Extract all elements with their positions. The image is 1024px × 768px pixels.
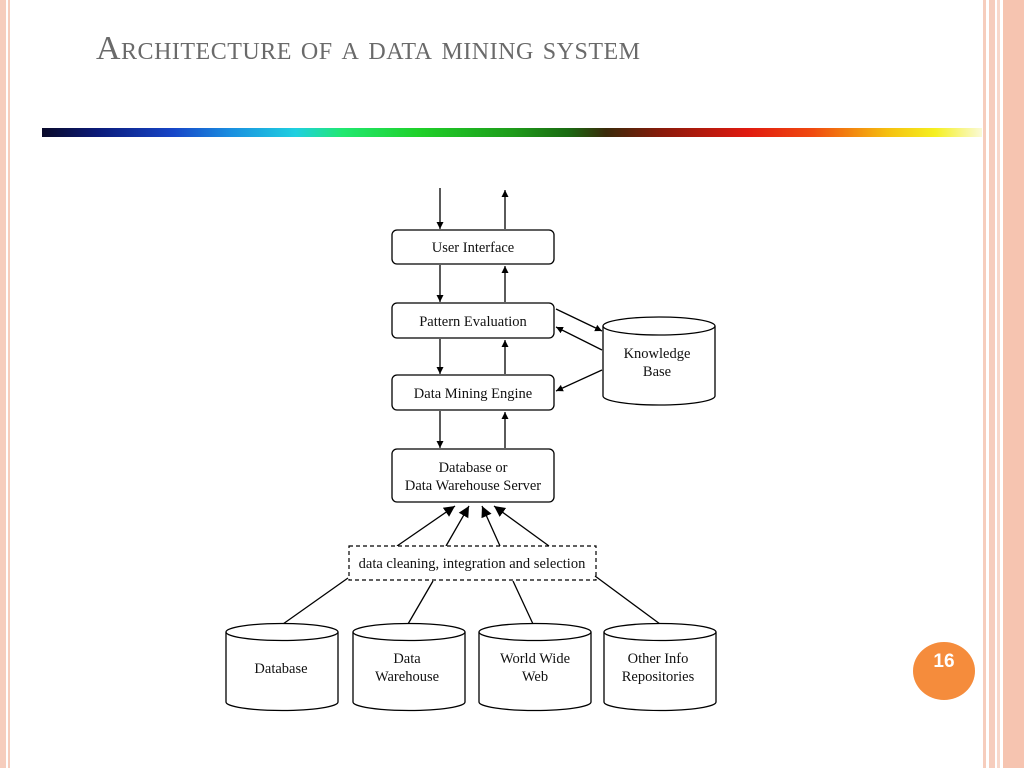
knowledge-base-cylinder — [602, 316, 716, 406]
knowledge-base-label: Knowledge — [624, 346, 691, 362]
cleaning-arrow — [396, 505, 456, 547]
world-wide-web-label: Web — [522, 669, 548, 685]
kb-arrow — [555, 369, 603, 392]
data-mining-engine-label: Data Mining Engine — [414, 386, 532, 402]
database-label: Database — [254, 661, 307, 677]
user-interface-box — [391, 229, 555, 265]
right-border-stripe — [997, 0, 1000, 768]
kb-arrow — [555, 308, 603, 332]
warehouse-server-label: Database or — [439, 460, 508, 476]
right-border-stripe — [989, 0, 995, 768]
right-border-stripe — [983, 0, 986, 768]
data-mining-engine-box — [391, 374, 555, 411]
cleaning-arrow — [493, 505, 550, 547]
world-wide-web-label: World Wide — [500, 651, 570, 667]
data-warehouse-cylinder — [352, 622, 466, 712]
data-cleaning-label: data cleaning, integration and selection — [359, 556, 586, 572]
cleaning-arrow — [481, 505, 501, 547]
source-connector — [512, 580, 534, 625]
pattern-evaluation-label: Pattern Evaluation — [419, 314, 527, 330]
cleaning-arrow — [445, 505, 470, 547]
source-connector — [282, 577, 349, 625]
data-warehouse-label: Warehouse — [375, 669, 439, 685]
left-border-line — [8, 0, 10, 768]
other-repositories-cylinder — [603, 622, 717, 712]
data-warehouse-label: Data — [393, 651, 421, 667]
source-connector — [407, 580, 434, 625]
slide-title: Architecture of a data mining system — [96, 30, 641, 67]
other-repositories-label: Other Info — [628, 651, 689, 667]
data-cleaning-box — [348, 545, 597, 581]
right-border-stripe — [1003, 0, 1024, 768]
rainbow-divider — [42, 128, 982, 137]
other-repositories-label: Repositories — [622, 669, 695, 685]
warehouse-server-label: Data Warehouse Server — [405, 478, 541, 494]
database-cylinder — [225, 622, 339, 712]
left-border — [0, 0, 6, 768]
page-number-badge: 16 — [913, 642, 975, 700]
world-wide-web-cylinder — [478, 622, 592, 712]
knowledge-base-label: Base — [643, 364, 671, 380]
kb-arrow — [555, 326, 603, 351]
user-interface-label: User Interface — [432, 240, 515, 256]
warehouse-server-box — [391, 448, 555, 503]
pattern-evaluation-box — [391, 302, 555, 339]
source-connector — [594, 575, 661, 625]
